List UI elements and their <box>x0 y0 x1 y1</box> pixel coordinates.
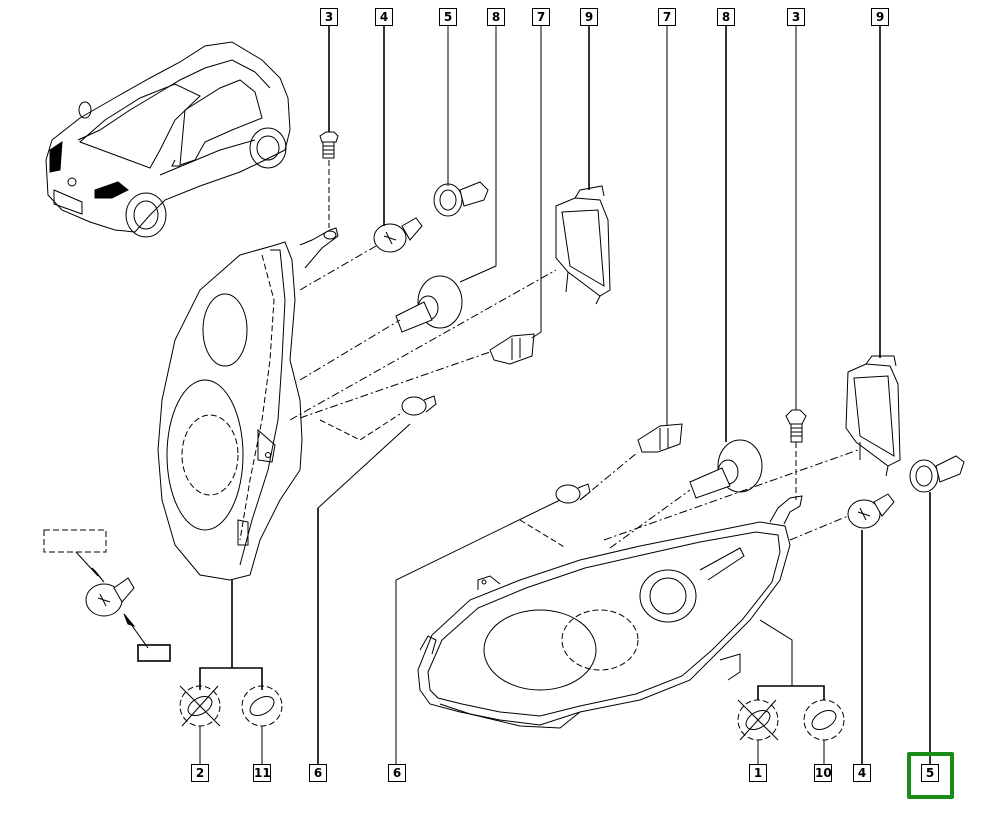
screw-part-3-right <box>785 409 807 443</box>
callout-top-4: 8 <box>487 8 505 26</box>
callout-bottom-7: 4 <box>853 764 871 782</box>
bulb-part-4-left <box>373 217 423 253</box>
callout-top-6: 9 <box>580 8 598 26</box>
leader-lines <box>199 26 931 764</box>
bulb-holder-part-5-right <box>909 455 965 493</box>
small-bulb-part-6-left <box>401 395 437 416</box>
small-bulb-part-6-right <box>555 483 591 504</box>
connector-part-7-left <box>489 333 535 365</box>
callout-top-7: 7 <box>658 8 676 26</box>
callout-top-2: 4 <box>375 8 393 26</box>
cover-part-9-left <box>555 185 611 305</box>
callout-bottom-8-highlighted[interactable]: 5 <box>921 764 939 782</box>
bulb-holder-part-5-left <box>433 181 489 217</box>
callout-bottom-2: 11 <box>253 764 271 782</box>
callout-top-5: 7 <box>532 8 550 26</box>
cover-part-9-right <box>845 355 901 477</box>
bulb-part-4-right <box>847 493 895 529</box>
callout-bottom-6: 10 <box>814 764 832 782</box>
screw-part-3-left <box>319 131 339 159</box>
callout-top-10: 9 <box>871 8 889 26</box>
callout-bottom-1: 2 <box>191 764 209 782</box>
left-headlight-housing <box>157 227 339 581</box>
callout-top-3: 5 <box>439 8 457 26</box>
right-headlight-assembly <box>417 495 803 729</box>
connector-part-7-right <box>637 423 683 453</box>
callout-top-9: 3 <box>787 8 805 26</box>
bulb-symbols-left <box>179 667 283 727</box>
bulb-legend <box>43 529 171 662</box>
selected-part-highlight[interactable] <box>907 752 954 799</box>
callout-bottom-4: 6 <box>388 764 406 782</box>
callout-top-1: 3 <box>320 8 338 26</box>
bulb-symbols-right <box>737 685 845 741</box>
callout-bottom-3: 6 <box>309 764 327 782</box>
h4-bulb-part-8-left <box>395 275 463 333</box>
callout-top-8: 8 <box>717 8 735 26</box>
h4-bulb-part-8-right <box>689 439 763 499</box>
callout-bottom-5: 1 <box>749 764 767 782</box>
car-illustration <box>45 41 291 238</box>
